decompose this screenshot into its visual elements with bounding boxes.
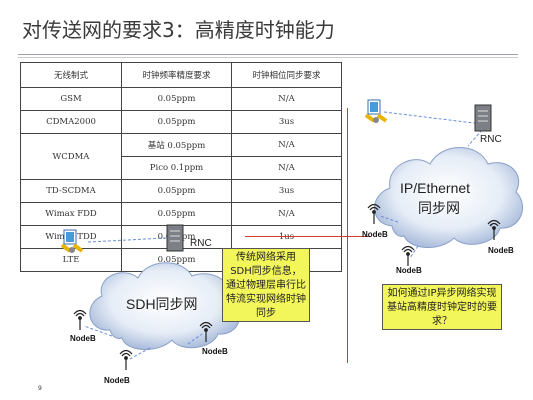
table-cell: 基站 0.05ppm (121, 133, 232, 157)
red-horizontal-divider (245, 236, 370, 237)
table-cell: 3us (231, 110, 342, 134)
rnc-label: RNC (190, 238, 212, 249)
table-row: GSM 0.05ppm N/A (20, 87, 342, 111)
satellite-icon (58, 228, 88, 260)
ip-cloud (374, 147, 524, 249)
column-header: 时钟频率精度要求 (121, 62, 232, 88)
table-cell: 0.05ppm (121, 110, 232, 134)
table-cell: WCDMA (20, 133, 122, 180)
nodeb-label: NodeB (362, 230, 388, 239)
ip-cloud-label-sub: 同步网 (418, 200, 460, 216)
rnc-server-icon (474, 104, 492, 132)
table-cell: TD-SCDMA (20, 179, 122, 203)
page-title: 对传送网的要求3：高精度时钟能力 (22, 18, 335, 42)
table-cell: N/A (231, 202, 342, 226)
ip-cloud-label: IP/Ethernet (400, 180, 471, 196)
nodeb-label: NodeB (488, 246, 514, 255)
table-row: Wimax FDD 0.05ppm N/A (20, 202, 342, 226)
nodeb-label: NodeB (396, 266, 422, 275)
antenna-icons (73, 203, 501, 370)
table-cell: 0.05ppm (121, 202, 232, 226)
table-cell: N/A (231, 156, 342, 180)
nodeb-label: NodeB (70, 334, 96, 343)
satellite-icon (362, 98, 392, 130)
nodeb-label: NodeB (202, 347, 228, 356)
page-number: 9 (38, 385, 42, 392)
ip-question-box: 如何通过IP异步网络实现基站高精度时钟定时的要求？ (382, 284, 502, 330)
sdh-cloud-label: SDH同步网 (126, 296, 198, 312)
table-cell: N/A (231, 133, 342, 157)
rnc-server-icon (166, 224, 184, 252)
rnc-label: RNC (480, 134, 502, 145)
title-divider (18, 54, 518, 55)
sdh-note-box: 传统网络采用SDH同步信息，通过物理层串行比特流实现网络时钟同步 (222, 248, 310, 322)
table-cell: 1us (231, 225, 342, 249)
table-row: CDMA2000 0.05ppm 3us (20, 110, 342, 134)
sdh-links (83, 237, 203, 361)
table-row: WCDMA 基站 0.05ppm N/A (20, 133, 342, 180)
nodeb-label: NodeB (104, 376, 130, 385)
table-cell: N/A (231, 87, 342, 111)
title-divider-secondary (18, 57, 518, 58)
red-vertical-divider (347, 108, 348, 363)
